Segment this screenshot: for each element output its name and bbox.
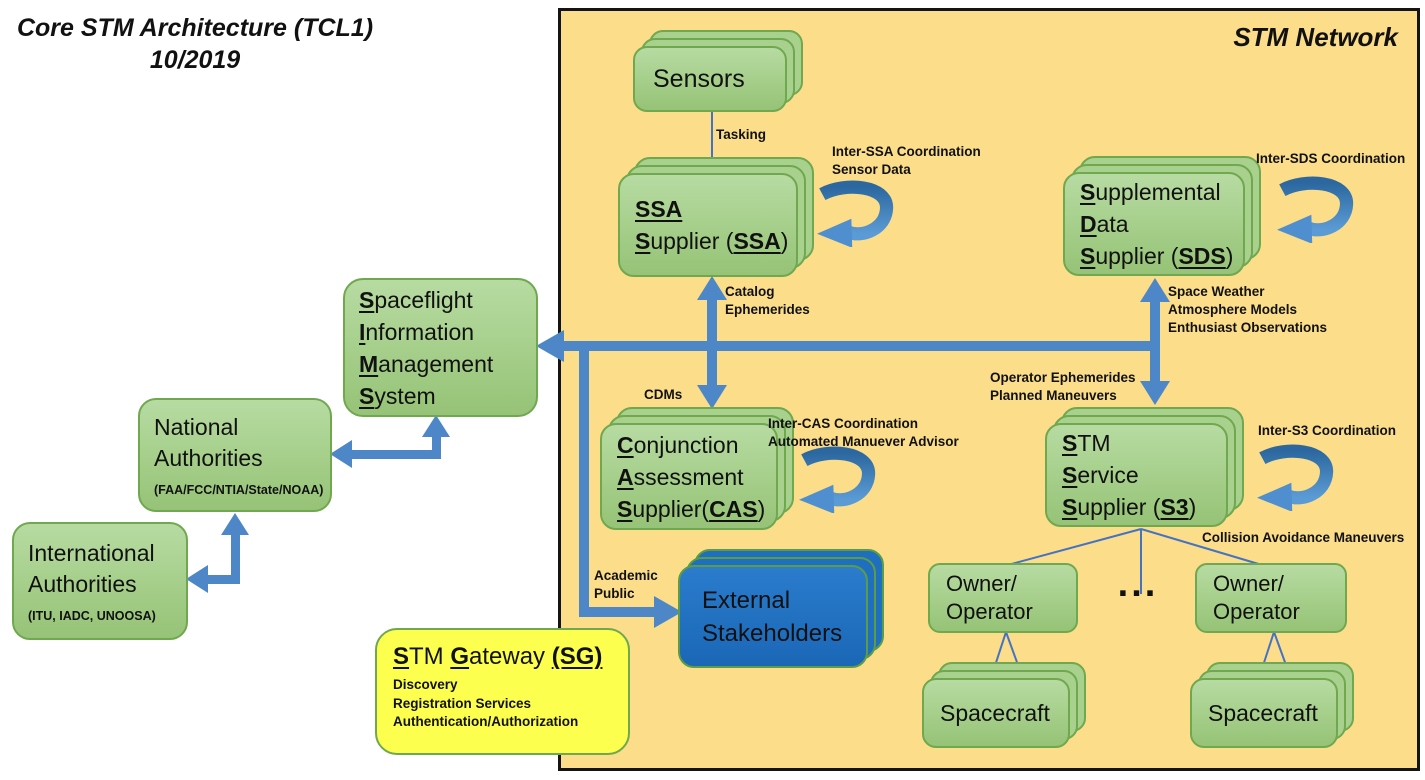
s3-branch-down [1150,341,1160,383]
international-authorities-agencies: (ITU, IADC, UNOOSA) [28,609,156,623]
national-authorities-agencies: (FAA/FCC/NTIA/State/NOAA) [154,483,324,497]
spacecraft-label: Spacecraft [922,678,1070,748]
s3-owner-line-right [1140,528,1263,566]
owner-operator-label: Owner/Operator [1213,571,1300,624]
main-bus-line [562,341,1160,351]
sds-branch-up [1150,300,1160,351]
arrowhead-into-national [330,440,352,468]
spacecraft-label: Spacecraft [1190,678,1338,748]
sims-national-vertical [432,436,441,459]
arrowhead-into-national-bottom [221,513,249,535]
inter-sds-loop-arrow [1270,176,1358,243]
gateway-branch-vertical [579,341,589,617]
national-intl-horizontal [206,575,240,584]
tasking-label: Tasking [716,127,767,142]
arrowhead-into-sds [1140,278,1170,302]
inter-s3-loop-arrow [1250,444,1338,511]
stm-gateway-title: STM Gateway (SG) [393,643,603,670]
arrowhead-into-international [186,565,208,593]
ssa-branch-up [707,298,717,351]
inter-s3-label: Inter-S3 Coordination [1258,423,1396,438]
arrowhead-into-ssa [697,276,727,300]
arrowhead-into-s3 [1140,381,1170,405]
inter-sds-label: Inter-SDS Coordination [1256,151,1406,166]
owner-operator-box-left: Owner/Operator [928,563,1078,633]
sensors-label: Sensors [633,46,787,112]
inter-ssa-loop-arrow [810,180,898,247]
diagram-title: Core STM Architecture (TCL1)10/2019 [16,14,374,74]
stm-network-label: STM Network [1233,22,1398,52]
cdms-label: CDMs [644,387,683,402]
cas-branch-down [707,341,717,387]
collision-avoidance-label: Collision Avoidance Maneuvers [1202,530,1405,545]
inter-cas-loop-arrow [792,446,880,513]
national-intl-vertical [231,534,240,584]
sims-national-horizontal [350,450,441,459]
arrowhead-into-sims-bottom [422,415,450,437]
owner-operator-box-right: Owner/Operator [1195,563,1347,633]
ellipsis-owner-operators: ... [1117,563,1159,605]
s3-owner-line-left [1003,528,1142,567]
spacecraft-box-left: Spacecraft [922,662,1086,748]
arrowhead-into-external [654,596,682,628]
owner-operator-label: Owner/Operator [946,571,1033,624]
spacecraft-box-right: Spacecraft [1190,662,1354,748]
arrowhead-into-sims [536,330,564,362]
gateway-branch-horizontal [579,607,661,617]
arrowhead-into-cas [697,385,727,409]
sensors-box: Sensors [633,30,803,112]
